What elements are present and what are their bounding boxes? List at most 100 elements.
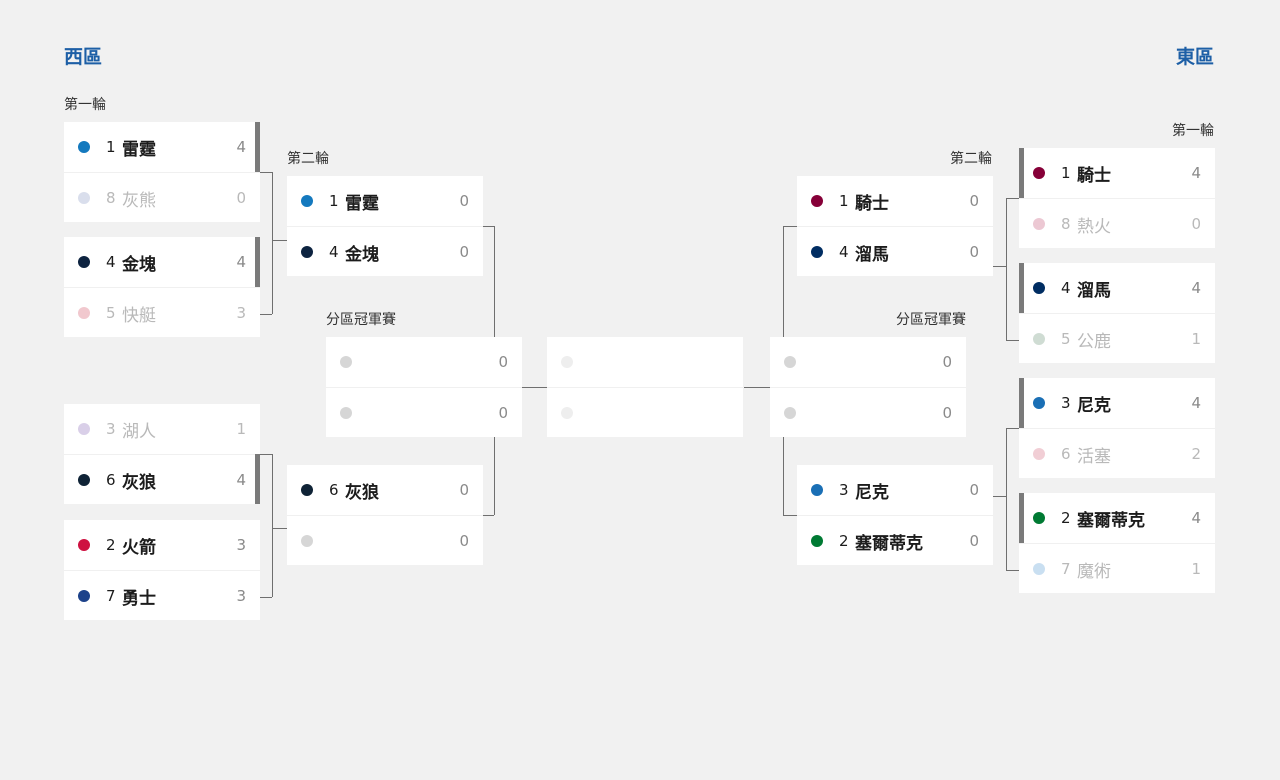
series-score: 3 [236, 304, 246, 322]
team-name: 金塊 [122, 254, 156, 275]
series-score: 0 [459, 192, 469, 210]
team-name: 快艇 [122, 305, 156, 326]
west-conference-final[interactable]: 0 0 [326, 337, 522, 437]
east-final-label: 分區冠軍賽 [896, 312, 966, 328]
bracket-connector [1006, 428, 1019, 429]
finals-matchup[interactable] [547, 337, 743, 437]
bracket-connector [993, 266, 1006, 267]
team-seed: 7 [1061, 560, 1071, 578]
series-score: 4 [236, 138, 246, 156]
west-conference-title: 西區 [64, 46, 103, 68]
team-logo-icon [301, 484, 313, 496]
east-conference-title: 東區 [1175, 46, 1214, 68]
series-score: 2 [1191, 445, 1201, 463]
bracket-connector [272, 454, 273, 597]
team-row[interactable]: 2 塞爾蒂克 0 [797, 515, 993, 566]
team-name: 熱火 [1077, 216, 1111, 237]
team-name: 塞爾蒂克 [855, 533, 923, 554]
team-name: 灰熊 [122, 190, 156, 211]
team-row[interactable]: 0 [326, 337, 522, 387]
team-logo-icon [301, 535, 313, 547]
series-score: 0 [942, 353, 952, 371]
team-logo-icon [784, 407, 796, 419]
team-seed: 2 [839, 532, 849, 550]
bracket-connector [272, 240, 287, 241]
bracket-connector [1006, 198, 1007, 340]
team-row[interactable] [547, 337, 743, 387]
team-seed: 5 [1061, 330, 1071, 348]
team-name: 灰狼 [345, 482, 379, 503]
team-name: 尼克 [855, 482, 889, 503]
team-row[interactable]: 0 [326, 387, 522, 438]
team-row[interactable]: 0 [770, 387, 966, 438]
series-score: 0 [459, 243, 469, 261]
team-logo-icon [301, 195, 313, 207]
bracket-connector [1006, 340, 1019, 341]
team-logo-icon [78, 539, 90, 551]
team-logo-icon [784, 356, 796, 368]
series-score: 1 [236, 420, 246, 438]
team-logo-icon [78, 141, 90, 153]
team-logo-icon [1033, 448, 1045, 460]
west-round2-label: 第二輪 [287, 151, 329, 167]
bracket-connector [483, 226, 494, 227]
team-logo-icon [1033, 512, 1045, 524]
series-score: 0 [942, 404, 952, 422]
team-name: 雷霆 [345, 193, 379, 214]
bracket-connector [783, 226, 797, 227]
team-seed: 4 [329, 243, 339, 261]
team-seed: 1 [839, 192, 849, 210]
series-score: 4 [1191, 509, 1201, 527]
series-score: 0 [969, 532, 979, 550]
east-round2-label: 第二輪 [950, 151, 992, 167]
team-seed: 1 [1061, 164, 1071, 182]
bracket-connector [1006, 428, 1007, 570]
team-logo-icon [811, 246, 823, 258]
team-logo-icon [811, 535, 823, 547]
series-score: 4 [1191, 164, 1201, 182]
team-row[interactable]: 0 [287, 515, 483, 566]
team-logo-icon [340, 356, 352, 368]
winner-indicator [255, 237, 260, 287]
team-row[interactable]: 0 [770, 337, 966, 387]
east-conference-final[interactable]: 0 0 [770, 337, 966, 437]
team-row[interactable] [547, 387, 743, 438]
team-name: 灰狼 [122, 472, 156, 493]
team-seed: 4 [839, 243, 849, 261]
team-logo-icon [561, 356, 573, 368]
